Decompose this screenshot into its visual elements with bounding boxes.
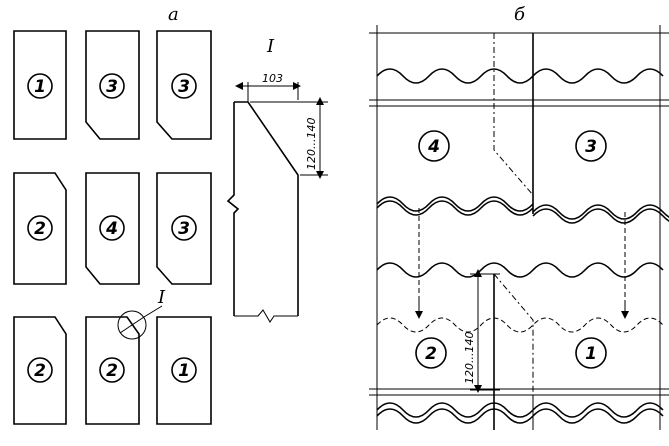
svg-text:4: 4 — [105, 219, 118, 239]
label-part-a: а — [168, 4, 179, 25]
sheet-panel-2: 2 — [13, 172, 67, 285]
roof-frame — [369, 25, 669, 430]
sheet-panel-4: 4 — [85, 172, 140, 285]
svg-text:1: 1 — [585, 344, 597, 364]
overlap-arrows — [415, 208, 629, 319]
svg-text:2: 2 — [106, 361, 118, 381]
wave-rows — [376, 68, 669, 424]
sheet-number-1: 1 — [575, 337, 607, 369]
sheet-panel-1: 1 — [13, 30, 67, 140]
sheet-number-3: 3 — [575, 130, 607, 162]
sheet-panel-3: 3 — [156, 30, 212, 140]
svg-text:1: 1 — [178, 361, 190, 381]
sheet-panel-3: 3 — [85, 30, 140, 140]
sheet-joints — [493, 33, 534, 430]
svg-text:1: 1 — [34, 77, 46, 97]
height-dimension: 120...140 — [305, 118, 318, 170]
sheet-number-4: 4 — [418, 130, 450, 162]
label-detail: I — [266, 36, 275, 57]
svg-text:4: 4 — [427, 137, 440, 157]
height-dimension-b: 120...140 — [463, 269, 500, 393]
sheet-panel-3: 3 — [156, 172, 212, 285]
svg-text:3: 3 — [585, 137, 597, 157]
svg-text:120...140: 120...140 — [463, 332, 476, 384]
svg-text:2: 2 — [34, 361, 46, 381]
svg-text:I: I — [157, 287, 166, 308]
svg-text:2: 2 — [425, 344, 437, 364]
sheet-panel-2: 2 — [85, 316, 140, 425]
label-part-b: б — [514, 4, 526, 25]
svg-text:3: 3 — [106, 77, 118, 97]
sheet-panel-2: 2 — [13, 316, 67, 425]
svg-text:3: 3 — [178, 219, 190, 239]
sheet-number-2: 2 — [415, 337, 447, 369]
detail-callout: I — [117, 287, 166, 340]
sheet-panel-1: 1 — [156, 316, 212, 425]
width-dimension: 103 — [262, 72, 283, 85]
hidden-wave — [376, 317, 664, 333]
svg-text:2: 2 — [34, 219, 46, 239]
detail-view: 103 120...140 — [226, 72, 328, 323]
svg-text:3: 3 — [178, 77, 190, 97]
